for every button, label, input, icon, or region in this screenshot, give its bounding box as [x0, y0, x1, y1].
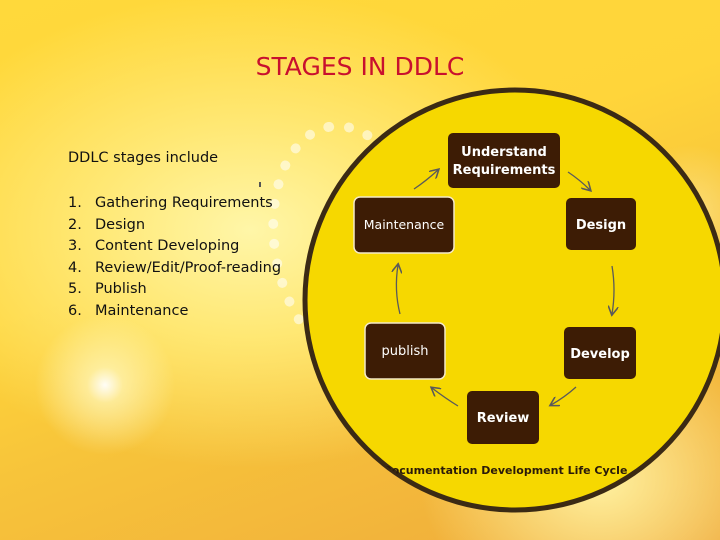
arrow-maintenance-to-understand: [413, 170, 438, 190]
node-develop: Develop: [564, 327, 636, 379]
svg-text:Requirements: Requirements: [453, 163, 556, 178]
list-item: 4.Review/Edit/Proof-reading: [68, 259, 282, 276]
list-item: 3.Content Developing: [68, 238, 240, 255]
arrow-publish-to-maintenance: [396, 265, 400, 315]
list-item: 5.Publish: [68, 281, 147, 298]
svg-text:Review: Review: [477, 411, 530, 426]
node-design: Design: [566, 198, 636, 250]
node-review: Review: [467, 391, 539, 444]
node-publish: publish: [364, 322, 446, 380]
arrow-design-to-develop: [612, 265, 614, 314]
svg-text:Develop: Develop: [570, 347, 630, 362]
list-item: 2.Design: [68, 216, 146, 233]
stray-mark: [259, 182, 261, 187]
stage-list: 1.Gathering Requirements 2.Design 3.Cont…: [68, 193, 281, 323]
svg-text:Understand: Understand: [461, 145, 547, 160]
svg-text:publish: publish: [382, 344, 429, 359]
list-item: 6.Maintenance: [68, 302, 189, 319]
diagram-caption: Documentation Development Life Cycle: [383, 464, 628, 477]
node-maintenance: Maintenance: [353, 196, 455, 254]
cycle-circle: [302, 87, 720, 513]
arrow-understand-to-design: [567, 171, 590, 190]
intro-text: DDLC stages include: [68, 150, 219, 166]
node-understand-requirements: Understand Requirements: [448, 133, 560, 188]
arrow-develop-to-review: [551, 386, 577, 405]
svg-text:Design: Design: [576, 218, 626, 233]
svg-text:Maintenance: Maintenance: [364, 217, 445, 232]
slide-title: STAGES IN DDLC: [255, 52, 465, 81]
arrow-review-to-publish: [432, 388, 459, 407]
list-item: 1.Gathering Requirements: [68, 195, 273, 211]
